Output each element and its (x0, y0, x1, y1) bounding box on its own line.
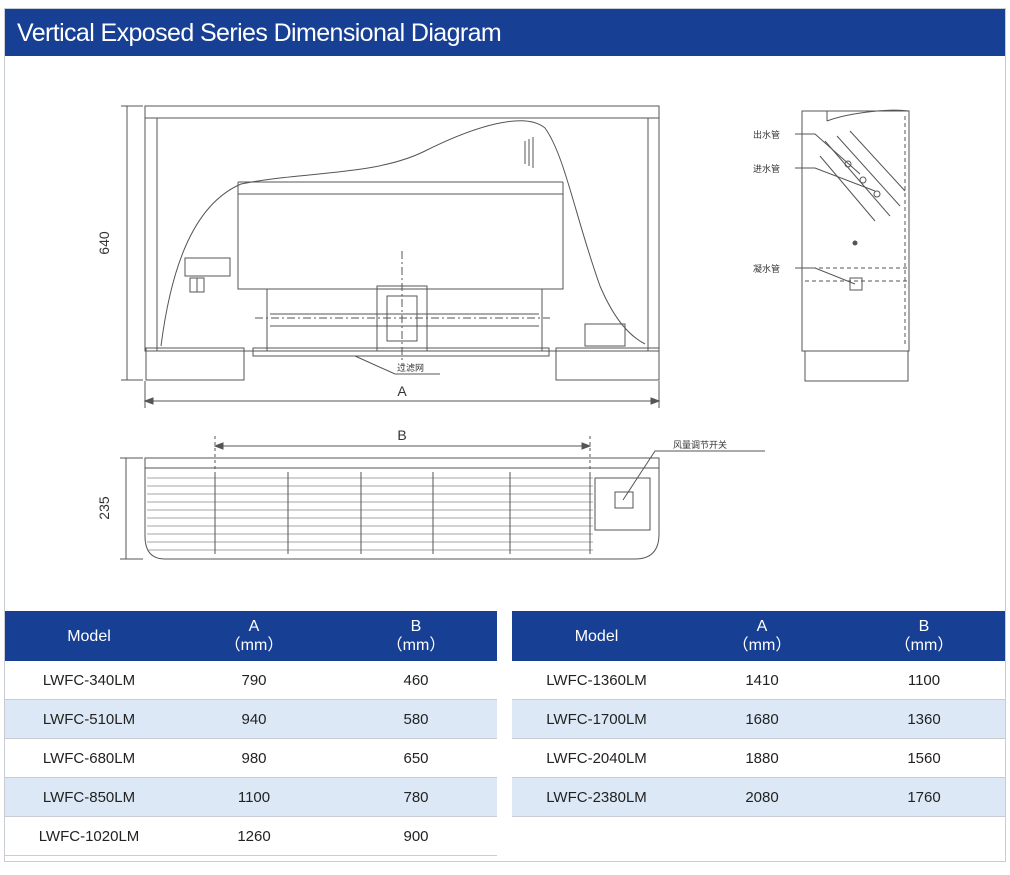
header-a-letter: A (248, 618, 260, 635)
a-cell: 1880 (681, 738, 843, 778)
model-cell: LWFC-1700LM (512, 699, 681, 739)
header-a-unit: （mm） (224, 637, 284, 654)
column-header-a: A （mm） (173, 611, 335, 661)
header-b-letter: B (410, 618, 422, 635)
front-view (121, 105, 661, 408)
header-b-letter: B (918, 618, 930, 635)
b-cell: 1560 (843, 738, 1005, 778)
model-cell: LWFC-1020LM (5, 816, 173, 856)
column-header-model: Model (5, 611, 173, 661)
inlet-pipe-callout: 进水管 (753, 163, 780, 174)
model-cell: LWFC-2380LM (512, 777, 681, 817)
b-cell: 780 (335, 777, 497, 817)
column-header-b: B （mm） (843, 611, 1005, 661)
drain-pipe-callout: 凝水管 (753, 263, 780, 274)
model-cell: LWFC-1360LM (512, 661, 681, 700)
b-cell: 1100 (843, 661, 1005, 700)
top-view (120, 436, 765, 560)
page-header: Vertical Exposed Series Dimensional Diag… (5, 9, 1005, 56)
a-cell: 1260 (173, 816, 335, 856)
b-cell: 580 (335, 699, 497, 739)
column-header-b: B （mm） (335, 611, 497, 661)
height-dimension-label: 640 (96, 231, 112, 255)
a-cell: 980 (173, 738, 335, 778)
outlet-pipe-callout: 出水管 (753, 129, 780, 140)
model-cell: LWFC-340LM (5, 661, 173, 700)
b-cell: 1360 (843, 699, 1005, 739)
switch-callout: 风量调节开关 (673, 439, 727, 450)
model-cell: LWFC-680LM (5, 738, 173, 778)
model-cell: LWFC-2040LM (512, 738, 681, 778)
side-view (795, 109, 910, 382)
header-b-unit: （mm） (894, 637, 954, 654)
header-b-unit: （mm） (386, 637, 446, 654)
header-a-unit: （mm） (732, 637, 792, 654)
model-cell: LWFC-850LM (5, 777, 173, 817)
b-cell: 1760 (843, 777, 1005, 817)
a-cell: 1100 (173, 777, 335, 817)
table-header-row: Model A （mm） B （mm） (5, 611, 497, 661)
a-cell: 2080 (681, 777, 843, 817)
model-cell: LWFC-510LM (5, 699, 173, 739)
b-cell: 900 (335, 816, 497, 856)
dimension-a-label: A (397, 383, 407, 399)
header-a-letter: A (756, 618, 768, 635)
page-title: Vertical Exposed Series Dimensional Diag… (17, 19, 502, 47)
column-header-a: A （mm） (681, 611, 843, 661)
dimension-b-label: B (397, 427, 406, 443)
a-cell: 1410 (681, 661, 843, 700)
a-cell: 1680 (681, 699, 843, 739)
page-frame (4, 8, 1006, 862)
a-cell: 790 (173, 661, 335, 700)
depth-dimension-label: 235 (96, 496, 112, 520)
a-cell: 940 (173, 699, 335, 739)
dimensional-drawing: 640 A B 235 过滤网 出水管 进水管 凝水管 风量调节开关 (5, 56, 1005, 606)
drawing-svg: 640 A B 235 过滤网 出水管 进水管 凝水管 风量调节开关 (96, 105, 910, 560)
b-cell: 650 (335, 738, 497, 778)
column-header-model: Model (512, 611, 681, 661)
b-cell: 460 (335, 661, 497, 700)
table-header-row: Model A （mm） B （mm） (512, 611, 1005, 661)
filter-callout: 过滤网 (397, 362, 424, 373)
